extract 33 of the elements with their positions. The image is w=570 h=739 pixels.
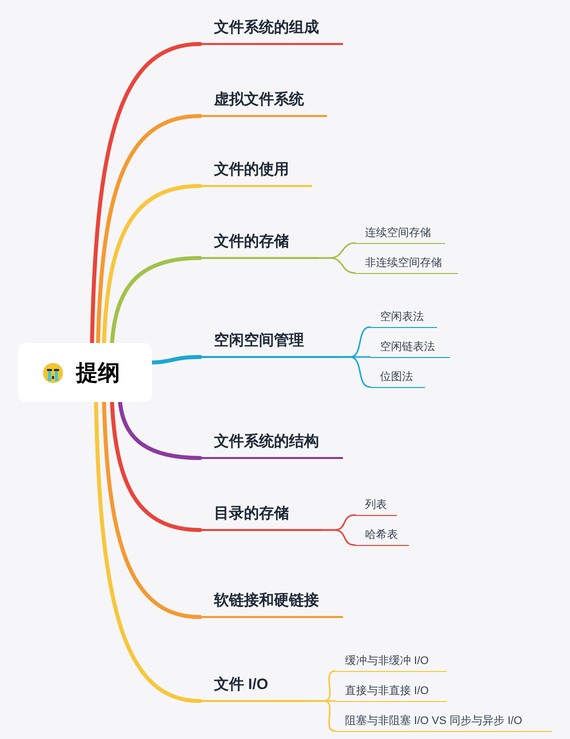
branch-line [110,400,202,532]
branch-line [150,355,202,364]
branch-line [110,256,202,345]
branch-line [94,400,202,703]
topic-label: 文件系统的结构 [214,432,319,452]
branch-line [102,184,202,345]
subtopic-label: 哈希表 [365,528,398,543]
subtopic-label: 列表 [365,498,387,513]
root-title: 提纲 [76,359,120,387]
root-node [18,343,152,402]
topic-label: 文件 I/O [214,675,268,696]
topic-label: 空闲空间管理 [214,331,304,352]
topic-label: 文件系统的组成 [214,18,319,38]
branch-line [90,42,202,345]
branch-line [118,400,202,460]
topic-label: 软链接和硬链接 [214,591,319,612]
branch-line [321,529,356,546]
subtopic-label: 位图法 [380,370,413,385]
topic-label: 文件的存储 [214,232,289,252]
branch-line [337,356,371,388]
subtopic-label: 缓冲与非缓冲 I/O [345,654,429,669]
branch-line [102,400,202,619]
subtopic-label: 空闲链表法 [380,340,435,355]
subtopic-label: 空闲表法 [380,310,424,325]
subtopic-label: 直接与非直接 I/O [345,684,429,699]
topic-label: 虚拟文件系统 [214,90,304,110]
branch-line [317,257,356,274]
subtopic-label: 非连续空间存储 [365,256,442,271]
branch-line [96,114,202,345]
topic-label: 文件的使用 [214,160,289,180]
subtopic-label: 阻塞与非阻塞 I/O VS 同步与异步 I/O [345,714,522,729]
subtopic-label: 连续空间存储 [365,226,431,241]
topic-label: 目录的存储 [214,504,289,524]
